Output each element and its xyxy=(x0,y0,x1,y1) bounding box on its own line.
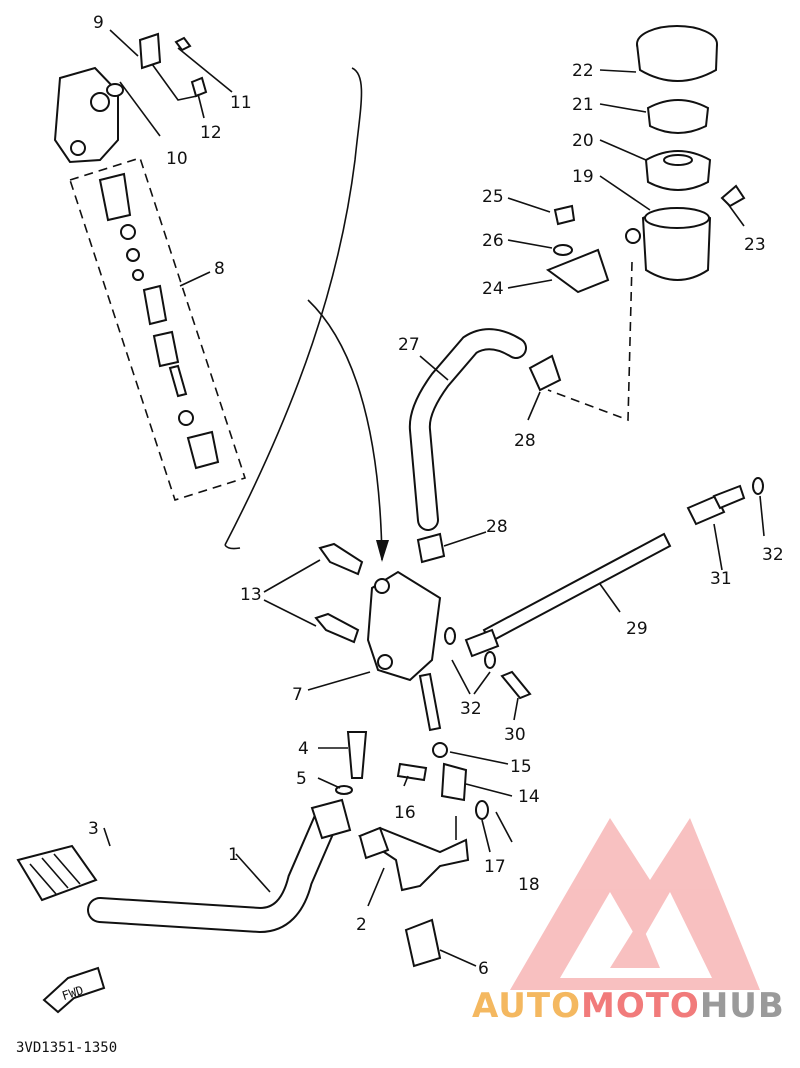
watermark-hub: HUB xyxy=(699,986,785,1026)
callout-5: 5 xyxy=(296,769,307,789)
callout-6: 6 xyxy=(478,959,489,979)
callout-numbers: 9 11 12 10 8 22 21 20 19 23 25 26 24 27 … xyxy=(88,13,784,979)
watermark-logo xyxy=(510,818,760,990)
callout-2: 2 xyxy=(356,915,367,935)
callout-22: 22 xyxy=(572,61,594,81)
callout-1: 1 xyxy=(228,845,239,865)
callout-4: 4 xyxy=(298,739,309,759)
assembly-arrow xyxy=(224,67,389,562)
pedal-linkage xyxy=(335,731,513,968)
callout-28-upper: 28 xyxy=(514,431,536,451)
callout-3: 3 xyxy=(88,819,99,839)
fwd-arrow xyxy=(42,966,106,1014)
callout-18: 18 xyxy=(518,875,540,895)
callout-24: 24 xyxy=(482,279,504,299)
callout-8: 8 xyxy=(214,259,225,279)
leader-lines xyxy=(103,29,765,967)
master-cylinder xyxy=(314,542,442,732)
brake-rod xyxy=(444,477,764,700)
callout-19: 19 xyxy=(572,167,594,187)
callout-7: 7 xyxy=(292,685,303,705)
callout-16: 16 xyxy=(394,803,416,823)
callout-29: 29 xyxy=(626,619,648,639)
brake-pedal xyxy=(16,798,352,934)
callout-27: 27 xyxy=(398,335,420,355)
callout-15: 15 xyxy=(510,757,532,777)
callout-21: 21 xyxy=(572,95,594,115)
callout-32-right: 32 xyxy=(762,545,784,565)
fwd-label: FWD xyxy=(60,983,85,1003)
brake-pump-upper-assembly xyxy=(53,32,208,164)
callout-31: 31 xyxy=(710,569,732,589)
callout-25: 25 xyxy=(482,187,504,207)
reservoir-hose xyxy=(408,328,562,564)
master-cylinder-kit xyxy=(68,156,247,502)
callout-10: 10 xyxy=(166,149,188,169)
callout-9: 9 xyxy=(93,13,104,33)
callout-17: 17 xyxy=(484,857,506,877)
watermark-moto: MOTO xyxy=(580,986,700,1026)
callout-20: 20 xyxy=(572,131,594,151)
reservoir-assembly xyxy=(545,25,746,422)
diagram-code: 3VD1351-1350 xyxy=(16,1040,118,1056)
callout-13: 13 xyxy=(240,585,262,605)
watermark-text: AUTOMOTOHUB xyxy=(472,986,785,1026)
callout-30: 30 xyxy=(504,725,526,745)
callout-23: 23 xyxy=(744,235,766,255)
callout-12: 12 xyxy=(200,123,222,143)
callout-32-lower: 32 xyxy=(460,699,482,719)
callout-26: 26 xyxy=(482,231,504,251)
callout-14: 14 xyxy=(518,787,540,807)
callout-11: 11 xyxy=(230,93,252,113)
watermark-auto: AUTO xyxy=(472,986,581,1026)
callout-28-lower: 28 xyxy=(486,517,508,537)
